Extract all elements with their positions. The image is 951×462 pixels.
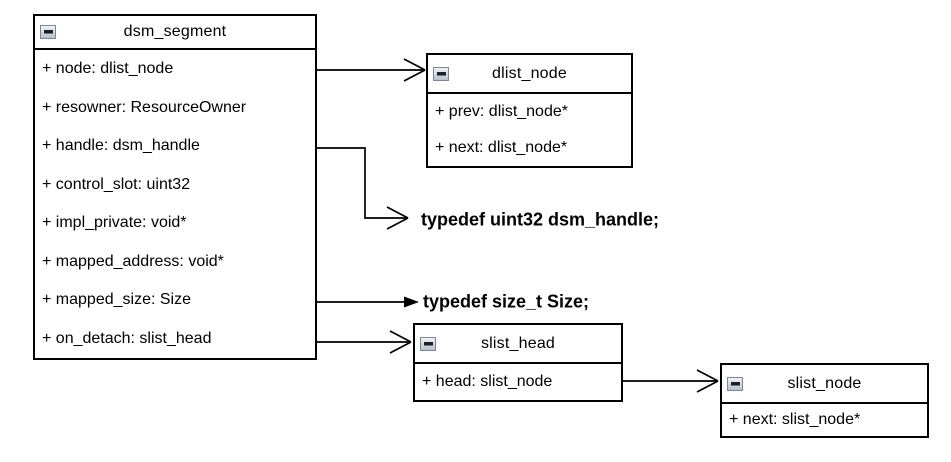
class-title-slist-head: slist_head [480, 334, 556, 352]
field-list: + head: slist_node [415, 364, 621, 400]
field-resowner: + resowner: ResourceOwner [42, 98, 247, 116]
field-head: + head: slist_node [422, 373, 553, 390]
field-on-detach: + on_detach: slist_head [42, 329, 212, 347]
field-list: + node: dlist_node + resowner: ResourceO… [35, 50, 315, 358]
class-box-slist-node[interactable]: slist_node + next: slist_node* [720, 363, 929, 438]
class-header-slist-node: slist_node [722, 365, 927, 404]
field-next: + next: dlist_node* [435, 139, 568, 156]
field-next: + next: slist_node* [729, 411, 861, 428]
arrow-node-to-dlist-node [317, 58, 426, 82]
typedef-size: typedef size_t Size; [423, 291, 590, 312]
collapse-icon[interactable] [433, 66, 449, 81]
collapse-icon[interactable] [40, 25, 56, 39]
class-box-dlist-node[interactable]: dlist_node + prev: dlist_node* + next: d… [426, 53, 633, 168]
field-mapped-address: + mapped_address: void* [42, 252, 224, 270]
class-title-dlist-node: dlist_node [492, 64, 567, 82]
minus-glyph [436, 71, 446, 76]
field-mapped-size: + mapped_size: Size [42, 291, 191, 309]
collapse-icon[interactable] [420, 336, 436, 351]
field-prev: + prev: dlist_node* [435, 103, 568, 120]
field-list: + next: slist_node* [722, 404, 927, 436]
arrow-handle-to-typedef-dsm-handle [317, 147, 409, 230]
minus-glyph [423, 341, 433, 346]
field-node: + node: dlist_node [42, 60, 174, 78]
class-box-dsm-segment[interactable]: dsm_segment + node: dlist_node + resowne… [33, 14, 317, 360]
class-header-dlist-node: dlist_node [428, 55, 631, 94]
field-handle: + handle: dsm_handle [42, 137, 200, 155]
minus-glyph [730, 381, 740, 386]
class-box-slist-head[interactable]: slist_head + head: slist_node [413, 323, 623, 402]
arrow-mapped-size-to-typedef-size [317, 296, 419, 308]
minus-glyph [43, 30, 53, 34]
arrow-on-detach-to-slist-head [317, 330, 412, 354]
collapse-icon[interactable] [727, 376, 743, 391]
field-list: + prev: dlist_node* + next: dlist_node* [428, 94, 631, 166]
class-title-slist-node: slist_node [787, 374, 862, 392]
class-header-slist-head: slist_head [415, 325, 621, 364]
class-header-dsm-segment: dsm_segment [35, 16, 315, 50]
field-control-slot: + control_slot: uint32 [42, 175, 191, 193]
typedef-dsm-handle: typedef uint32 dsm_handle; [421, 209, 660, 230]
class-title-dsm-segment: dsm_segment [123, 23, 227, 40]
field-impl-private: + impl_private: void* [42, 214, 187, 232]
arrow-head-to-slist-node [623, 369, 719, 393]
